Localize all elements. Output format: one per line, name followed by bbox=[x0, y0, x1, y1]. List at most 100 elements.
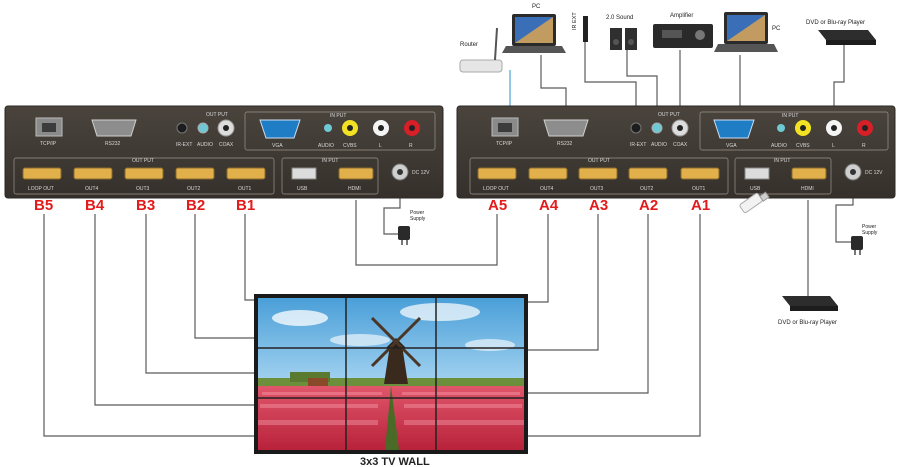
svg-text:2.0 Sound: 2.0 Sound bbox=[606, 15, 633, 21]
svg-text:PC: PC bbox=[532, 4, 541, 10]
wire-loop bbox=[355, 200, 498, 266]
svg-text:A4: A4 bbox=[539, 197, 559, 214]
audio-jack bbox=[651, 122, 663, 134]
svg-text:COAX: COAX bbox=[673, 142, 688, 148]
dvd-player-bottom-icon: DVD or Blu-ray Player bbox=[778, 296, 838, 326]
wire-b2 bbox=[194, 214, 258, 339]
svg-text:OUT PUT: OUT PUT bbox=[206, 112, 228, 118]
svg-text:OUT PUT: OUT PUT bbox=[658, 112, 680, 118]
svg-text:DVD or Blu-ray Player: DVD or Blu-ray Player bbox=[806, 20, 865, 26]
svg-text:R: R bbox=[409, 143, 413, 149]
amplifier-icon: Amplifier bbox=[653, 13, 713, 48]
svg-text:OUT3: OUT3 bbox=[590, 186, 604, 192]
svg-text:USB: USB bbox=[297, 186, 308, 192]
pc-left-icon: PC bbox=[502, 4, 566, 53]
wire-b4 bbox=[94, 214, 258, 406]
hdmi-output-ports bbox=[477, 167, 720, 180]
svg-text:OUT1: OUT1 bbox=[238, 186, 252, 192]
vga-port bbox=[713, 119, 755, 139]
svg-text:CVBS: CVBS bbox=[343, 143, 357, 149]
svg-text:A1: A1 bbox=[691, 197, 710, 214]
ir-ext-jack bbox=[176, 122, 188, 134]
hdmi-input-port bbox=[791, 167, 827, 180]
hdmi-input-port bbox=[338, 167, 374, 180]
svg-text:DC 12V: DC 12V bbox=[412, 170, 430, 176]
svg-text:A5: A5 bbox=[488, 197, 507, 214]
hdmi-output-ports bbox=[22, 167, 266, 180]
svg-text:OUT2: OUT2 bbox=[187, 186, 201, 192]
svg-text:OUT2: OUT2 bbox=[640, 186, 654, 192]
svg-text:R: R bbox=[862, 143, 866, 149]
svg-text:VGA: VGA bbox=[272, 143, 283, 149]
wire-b1 bbox=[244, 214, 258, 301]
svg-text:OUT1: OUT1 bbox=[692, 186, 706, 192]
svg-text:L: L bbox=[379, 143, 382, 149]
svg-text:TCP/IP: TCP/IP bbox=[40, 141, 57, 147]
wire-a2 bbox=[523, 214, 649, 394]
svg-text:RS232: RS232 bbox=[557, 141, 573, 147]
svg-text:Router: Router bbox=[460, 42, 478, 48]
matrix-unit-b: TCP/IP RS232 OUT PUT IR-EXT AUDIO COAX I… bbox=[4, 105, 444, 199]
wire-sound bbox=[626, 48, 658, 118]
wire-dvd-top bbox=[833, 44, 845, 118]
svg-text:B2: B2 bbox=[186, 197, 205, 214]
svg-text:IR-EXT: IR-EXT bbox=[630, 142, 646, 148]
svg-text:OUT3: OUT3 bbox=[136, 186, 150, 192]
svg-text:LOOP OUT: LOOP OUT bbox=[28, 186, 54, 192]
wire-ir bbox=[584, 40, 637, 118]
svg-text:OUT4: OUT4 bbox=[540, 186, 554, 192]
usb-port bbox=[291, 167, 317, 180]
svg-text:IN PUT: IN PUT bbox=[330, 113, 346, 119]
tv-wall bbox=[254, 294, 528, 454]
rs232-port bbox=[91, 119, 137, 137]
svg-text:OUT PUT: OUT PUT bbox=[132, 158, 154, 164]
svg-text:L: L bbox=[832, 143, 835, 149]
wire-a1 bbox=[523, 214, 701, 437]
svg-text:Amplifier: Amplifier bbox=[670, 13, 693, 19]
svg-text:AUDIO: AUDIO bbox=[197, 142, 213, 148]
svg-text:IN PUT: IN PUT bbox=[322, 158, 338, 164]
wire-a4 bbox=[523, 214, 549, 303]
matrix-unit-a: TCP/IP RS232 OUT PUT IR-EXT AUDIO COAX I… bbox=[456, 105, 896, 199]
svg-text:TCP/IP: TCP/IP bbox=[496, 141, 513, 147]
dvd-player-top-icon: DVD or Blu-ray Player bbox=[806, 20, 876, 45]
svg-text:RS232: RS232 bbox=[105, 141, 121, 147]
vga-port bbox=[259, 119, 301, 139]
wire-pc-left bbox=[540, 55, 567, 118]
wire-b5 bbox=[43, 214, 258, 437]
router-icon: Router bbox=[459, 27, 503, 73]
svg-text:IR-EXT: IR-EXT bbox=[176, 142, 192, 148]
audio-jack bbox=[197, 122, 209, 134]
ir-extender-icon: IR EXT bbox=[572, 12, 588, 42]
wire-b3 bbox=[145, 214, 258, 374]
svg-text:DVD or Blu-ray Player: DVD or Blu-ray Player bbox=[778, 320, 837, 326]
svg-text:IN PUT: IN PUT bbox=[782, 113, 798, 119]
svg-text:IR EXT: IR EXT bbox=[572, 12, 578, 30]
svg-text:HDMI: HDMI bbox=[801, 186, 814, 192]
svg-text:AUDIO: AUDIO bbox=[771, 143, 787, 149]
svg-text:VGA: VGA bbox=[726, 143, 737, 149]
svg-text:IN PUT: IN PUT bbox=[774, 158, 790, 164]
wall-caption: 3x3 TV WALL bbox=[360, 456, 430, 467]
svg-text:B5: B5 bbox=[34, 197, 53, 214]
speakers-icon: 2.0 Sound bbox=[606, 15, 637, 50]
pc-right-icon: PC bbox=[714, 12, 781, 52]
svg-text:AUDIO: AUDIO bbox=[651, 142, 667, 148]
svg-text:OUT4: OUT4 bbox=[85, 186, 99, 192]
svg-text:LOOP OUT: LOOP OUT bbox=[483, 186, 509, 192]
svg-text:COAX: COAX bbox=[219, 142, 234, 148]
svg-text:USB: USB bbox=[750, 186, 761, 192]
svg-text:A3: A3 bbox=[589, 197, 608, 214]
svg-text:B1: B1 bbox=[236, 197, 255, 214]
svg-text:HDMI: HDMI bbox=[348, 186, 361, 192]
usb-port bbox=[744, 167, 770, 180]
svg-text:OUT PUT: OUT PUT bbox=[588, 158, 610, 164]
svg-text:DC 12V: DC 12V bbox=[865, 170, 883, 176]
svg-text:CVBS: CVBS bbox=[796, 143, 810, 149]
ir-ext-jack bbox=[630, 122, 642, 134]
usb-stick-icon bbox=[739, 191, 770, 214]
